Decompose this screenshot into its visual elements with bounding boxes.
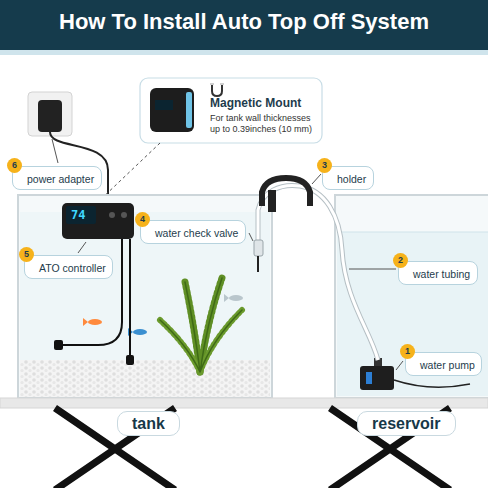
callout-box: Magnetic MountFor tank wall thicknesses … <box>140 78 322 143</box>
fish <box>224 294 229 302</box>
title-bar <box>0 0 488 55</box>
wall-outlet <box>38 100 62 132</box>
ato-controller <box>109 212 115 218</box>
leader-lines <box>78 242 86 253</box>
container-label: reservoir <box>357 411 456 436</box>
callout-number: 3 <box>317 158 332 173</box>
callout-number: 1 <box>400 344 415 359</box>
table <box>0 398 488 488</box>
plant <box>200 310 242 372</box>
part-label-box: 3holder <box>322 166 374 190</box>
water-pump <box>366 372 372 384</box>
water-tubing <box>258 185 378 360</box>
reservoir-glass <box>335 195 488 398</box>
wall-outlet <box>28 92 72 136</box>
ato-controller <box>62 203 134 239</box>
part-label: water tubing <box>413 268 470 281</box>
table <box>0 398 488 408</box>
callout-heading: Magnetic Mount <box>210 96 314 111</box>
leader-lines <box>249 233 253 241</box>
callout-box <box>186 92 192 128</box>
part-label: water check valve <box>155 227 238 240</box>
ato-controller <box>121 212 127 218</box>
part-label: power adapter <box>27 173 94 186</box>
title-text: How To Install Auto Top Off System <box>0 9 488 35</box>
fish <box>88 319 102 325</box>
tank-glass <box>20 212 270 360</box>
callout-box <box>140 78 322 143</box>
container-label: tank <box>117 411 180 436</box>
leader-lines <box>396 361 403 370</box>
ato-controller <box>54 340 63 350</box>
reservoir-glass <box>335 195 488 398</box>
leader-lines <box>349 269 396 270</box>
check-valve <box>257 256 259 272</box>
plant <box>160 278 242 372</box>
base-label: tank <box>132 414 165 433</box>
display-reading: 74 <box>71 208 85 222</box>
check-valve <box>254 240 263 256</box>
callout-number: 5 <box>19 247 34 262</box>
fish <box>83 294 243 336</box>
callout-number: 6 <box>7 158 22 173</box>
part-label: ATO controller <box>39 262 106 275</box>
callout-box <box>98 143 160 202</box>
tank-glass <box>18 195 272 398</box>
title-bar <box>0 0 488 50</box>
holder <box>262 178 310 212</box>
callout-number: 2 <box>393 253 408 268</box>
holder <box>268 190 276 212</box>
callout-box <box>212 84 222 96</box>
leader-lines <box>52 139 58 163</box>
table <box>55 408 450 488</box>
check-valve <box>254 240 263 272</box>
reservoir-glass <box>337 232 488 233</box>
base-label: reservoir <box>372 414 441 433</box>
leader-lines <box>312 174 321 184</box>
tank-glass <box>20 360 270 397</box>
title-bar <box>0 50 488 55</box>
fish <box>83 318 88 326</box>
ato-controller <box>54 203 134 365</box>
ato-controller <box>66 206 96 224</box>
callout-box <box>150 88 194 132</box>
water-pump <box>394 380 470 387</box>
water-tubing <box>258 185 378 360</box>
part-label: water pump <box>420 359 475 372</box>
part-label-box: 5ATO controller <box>24 255 113 279</box>
callout-number: 4 <box>135 212 150 227</box>
callout-body: For tank wall thicknesses up to 0.39inch… <box>210 113 314 135</box>
part-label-box: 4water check valve <box>140 220 246 244</box>
part-label: holder <box>337 173 366 186</box>
ato-controller <box>129 239 131 355</box>
water-pump <box>360 366 394 390</box>
part-label-box: 1water pump <box>405 352 482 376</box>
callout-box <box>210 83 224 85</box>
water-tubing <box>258 185 378 360</box>
fish <box>229 295 243 301</box>
part-label-box: 6power adapter <box>12 166 102 190</box>
fish <box>133 329 147 335</box>
callout-box <box>155 100 173 110</box>
part-label-box: 2water tubing <box>398 261 478 285</box>
ato-controller <box>126 355 134 365</box>
tank-glass <box>18 195 272 398</box>
plant <box>160 278 242 372</box>
